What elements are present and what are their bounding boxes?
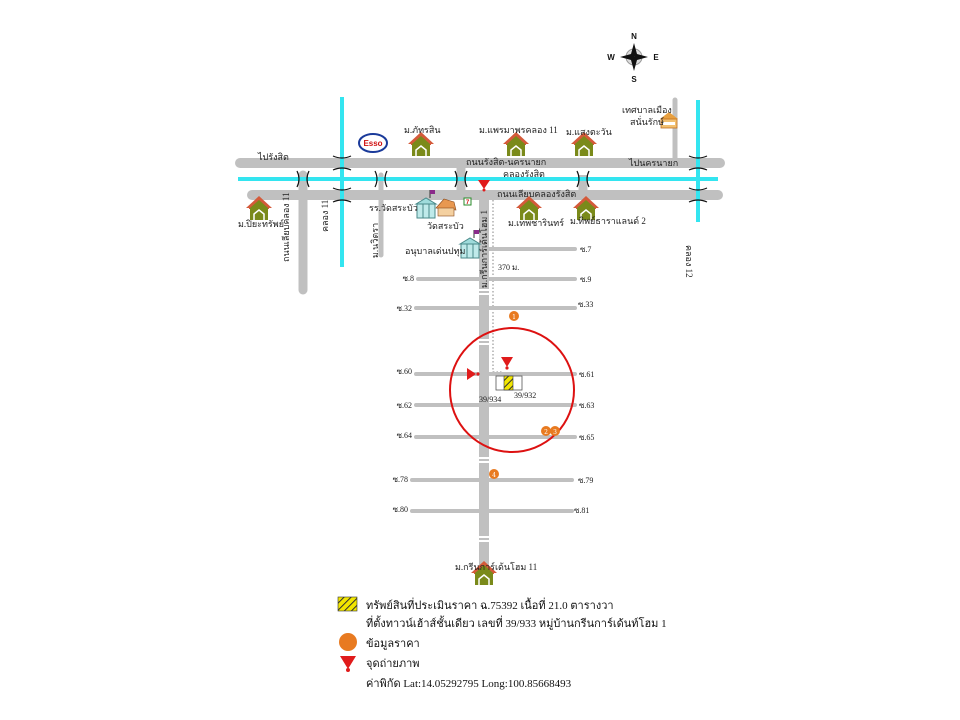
compass-rose: N S E W xyxy=(607,32,659,84)
legend-photo-icon xyxy=(340,656,356,672)
subject-property xyxy=(503,375,514,391)
soi-label: ซ.8 xyxy=(403,274,414,283)
temple-icon xyxy=(435,198,457,217)
road-label-side-left: ถนนเลียบคลอง 11 xyxy=(281,192,291,262)
photo-point-marker xyxy=(467,368,480,380)
landmark-school-watsrabua: รร.วัดสระบัว xyxy=(369,203,418,213)
soi-label: ซ.63 xyxy=(579,401,594,410)
soi-label: ซ.32 xyxy=(397,304,412,313)
landmark-municipality-line1: เทศบาลเมือง xyxy=(622,105,672,115)
house-number-right: 39/932 xyxy=(514,391,536,400)
break-marks xyxy=(476,289,492,542)
legend-property-swatch xyxy=(337,596,358,612)
price-point-1: 1 xyxy=(509,311,519,321)
landmark-thepcharin: ม.เทพชารินทร์ xyxy=(508,217,564,228)
price-point-2: 2 xyxy=(541,426,551,436)
soi-label: ซ.79 xyxy=(578,476,593,485)
municipality-icon xyxy=(660,112,678,129)
esso-station: Esso xyxy=(358,133,388,153)
soi-label: ซ.64 xyxy=(397,431,412,440)
landmark-patrasin: ม.ภัทรสิน xyxy=(404,125,441,135)
svg-text:3: 3 xyxy=(553,429,557,436)
compass-west: W xyxy=(607,53,615,62)
road-label-liap-khlong: ถนนเลียบคลองรังสิต xyxy=(497,189,576,199)
road-label-navitra: ม.นวิตรา xyxy=(370,223,380,258)
soi-label: ซ.65 xyxy=(579,433,594,442)
photo-point-marker xyxy=(501,357,513,370)
legend-photo-point: จุดถ่ายภาพ xyxy=(366,658,420,670)
compass-north: N xyxy=(631,32,637,41)
photo-point-marker xyxy=(478,180,490,192)
esso-logo: Esso xyxy=(363,139,382,148)
price-point-3: 3 xyxy=(550,426,560,436)
canal-label-12: คลอง 12 xyxy=(684,245,694,278)
soi-label: ซ.7 xyxy=(580,245,591,254)
soi-label: ซ.61 xyxy=(579,370,594,379)
soi-roads xyxy=(410,247,577,513)
compass-east: E xyxy=(653,53,659,62)
landmark-thipcharaland: ม.ทิพย์ธาราแลนด์ 2 xyxy=(570,215,646,226)
legend-coordinates: ค่าพิกัด Lat:14.05292795 Long:100.856684… xyxy=(366,678,572,690)
legend-property: ทรัพย์สินที่ประเมินราคา ฉ.75392 เนื้อที่… xyxy=(366,600,614,612)
seven-eleven-icon: 7 xyxy=(463,197,472,206)
landmark-saengtawan: ม.แสงตะวัน xyxy=(566,127,612,137)
soi-label: ซ.9 xyxy=(580,275,591,284)
compass-arrows-icon xyxy=(620,43,648,71)
road-label-greengarden: ม.กรีนการ์เด้นโฮม 1 xyxy=(478,210,489,288)
canal-label-rangsit: คลองรังสิต xyxy=(503,169,545,179)
legend-property-location: ที่ตั้งทาวน์เฮ้าส์ชั้นเดียว เลขที่ 39/93… xyxy=(366,618,667,630)
soi-label: ซ.62 xyxy=(397,401,412,410)
road-label-to-rangsit: ไปรังสิต xyxy=(257,152,289,162)
landmark-municipality-line2: สนั่นรักษ์ xyxy=(630,115,664,127)
soi-label: ซ.78 xyxy=(393,475,408,484)
legend-price-icon xyxy=(339,633,357,651)
price-point-4: 4 xyxy=(489,469,499,479)
road-label-rangsit-nakhonnayok: ถนนรังสิต-นครนายก xyxy=(466,157,546,167)
house-icon xyxy=(407,131,435,157)
soi-label: ซ.33 xyxy=(578,300,593,309)
bridge-marks xyxy=(296,155,708,203)
landmark-kindergarten: อนุบาลเด่นปทุม xyxy=(405,246,466,257)
canal-label-11: คลอง 11 xyxy=(320,200,330,232)
landmark-praemaporn: ม.แพรมาพรคลอง 11 xyxy=(479,125,558,135)
house-number-left: 39/934 xyxy=(479,395,501,404)
compass-south: S xyxy=(631,75,637,84)
soi-label: ซ.81 xyxy=(574,506,589,515)
legend-price-data: ข้อมูลราคา xyxy=(366,638,420,650)
soi-label: ซ.60 xyxy=(397,367,412,376)
svg-text:2: 2 xyxy=(544,429,548,436)
road-label-to-nakhonnayok: ไปนครนายก xyxy=(628,158,678,168)
radius-circle xyxy=(449,327,575,453)
landmark-piyasap: ม.ปิยะทรัพย์ xyxy=(238,218,284,229)
svg-text:1: 1 xyxy=(512,314,516,321)
landmark-greengarden-11: ม.กรีนการ์เด้นโฮม 11 xyxy=(455,561,537,572)
svg-text:7: 7 xyxy=(466,200,470,206)
house-icon xyxy=(502,131,530,157)
landmark-temple-watsrabua: วัดสระบัว xyxy=(427,221,464,231)
distance-label: 370 ม. xyxy=(498,263,519,272)
svg-text:4: 4 xyxy=(492,472,496,479)
soi-label: ซ.80 xyxy=(393,505,408,514)
